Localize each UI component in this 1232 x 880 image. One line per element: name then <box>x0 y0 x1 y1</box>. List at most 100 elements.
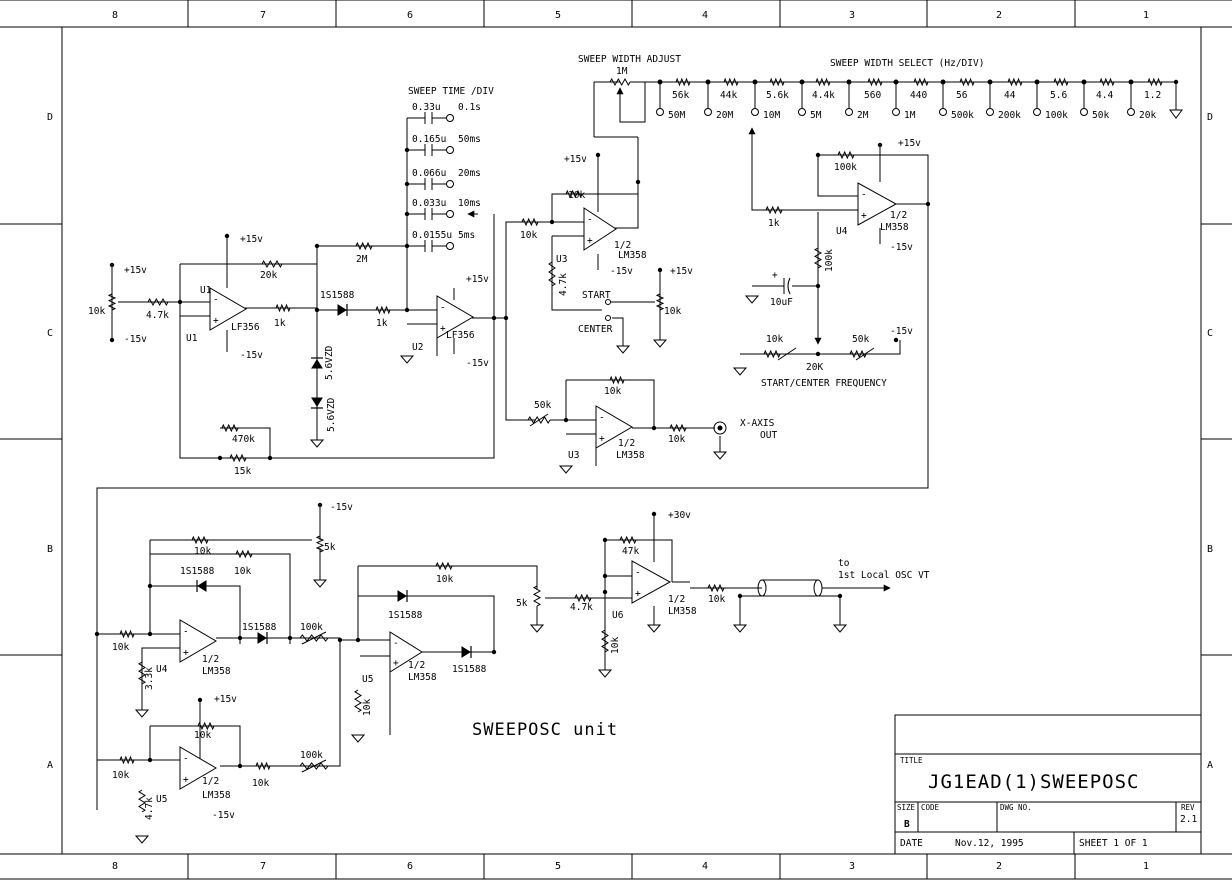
part-label: +15v <box>898 138 921 149</box>
part-label: U6 <box>612 610 624 621</box>
date-label: DATE <box>900 838 923 849</box>
opamp-u4-b <box>179 619 217 663</box>
part-label: 5k <box>516 598 528 609</box>
part-label: 10k <box>88 306 105 317</box>
dwg-no-label: DWG NO. <box>1000 803 1032 812</box>
ladder-resistor <box>867 77 883 87</box>
ground-symbol <box>646 624 662 633</box>
ladder-resistor <box>769 77 785 87</box>
junction-dot <box>404 181 410 187</box>
resistor <box>197 721 215 731</box>
zone-col-bottom: 1 <box>1143 861 1149 872</box>
part-label-vertical: 100k <box>824 249 835 272</box>
drawing-title: JG1EAD(1)SWEEPOSC <box>928 771 1139 793</box>
junction-dot <box>355 637 361 643</box>
junction-dot <box>147 631 153 637</box>
ladder-tap-label: 20M <box>716 110 733 121</box>
junction-dot <box>314 243 320 249</box>
part-label: 20k <box>260 270 277 281</box>
rev-value: 2.1 <box>1180 814 1197 825</box>
ladder-resistor-label: 4.4 <box>1096 90 1113 101</box>
junction-dot <box>337 637 343 643</box>
resistor <box>255 761 271 771</box>
part-label: 100k <box>300 622 323 633</box>
resistor <box>601 629 609 653</box>
resistor <box>655 293 665 311</box>
ladder-tap-label: 20k <box>1139 110 1156 121</box>
part-label: +30v <box>668 510 691 521</box>
zone-col-top: 5 <box>555 10 561 21</box>
junction-dot <box>224 233 230 239</box>
resistor <box>435 561 453 571</box>
zone-col-bottom: 4 <box>702 861 708 872</box>
part-label: LF356 <box>446 330 475 341</box>
part-label: 100k <box>834 162 857 173</box>
resistor <box>849 349 867 359</box>
svg-text:+: + <box>183 775 189 786</box>
part-label: 1/2 <box>890 210 907 221</box>
resistor <box>763 349 781 359</box>
part-label: +15v <box>564 154 587 165</box>
junction-dot <box>197 697 203 703</box>
junction-dot <box>404 243 410 249</box>
start-center-switch <box>605 299 611 321</box>
ladder-resistor-label: 5.6 <box>1050 90 1067 101</box>
svg-text:+: + <box>587 236 593 247</box>
ladder-resistor <box>1053 77 1069 87</box>
junction-dot <box>651 425 657 431</box>
junction-dot <box>877 142 883 148</box>
to-label: to <box>838 558 850 569</box>
part-label: 10k <box>766 334 783 345</box>
part-label: -15v <box>466 358 489 369</box>
resistor <box>221 423 239 433</box>
zone-col-bottom: 3 <box>849 861 855 872</box>
junction-dot <box>602 573 608 579</box>
zone-col-bottom: 8 <box>112 861 118 872</box>
part-label: 2M <box>356 254 368 265</box>
zone-row-right: C <box>1207 328 1213 339</box>
zone-row-left: A <box>47 760 53 771</box>
part-label: 10k <box>520 230 537 241</box>
ground-symbol <box>350 734 366 743</box>
junction-dot <box>237 635 243 641</box>
ladder-resistor <box>959 77 975 87</box>
ladder-resistor <box>1099 77 1115 87</box>
junction-dot <box>94 631 100 637</box>
part-label: 4.7k <box>146 310 169 321</box>
zone-col-bottom: 7 <box>260 861 266 872</box>
part-label: 1/2 <box>408 660 425 671</box>
sweep-width-pot-label: 1M <box>616 66 628 77</box>
resistor <box>191 535 209 545</box>
ladder-resistor-label: 5.6k <box>766 90 789 101</box>
svg-text:+: + <box>393 658 399 669</box>
junction-dot <box>491 649 497 655</box>
ladder-resistor <box>1147 77 1163 87</box>
size-value: B <box>904 819 910 830</box>
opamp-u4-a <box>857 182 898 226</box>
part-label: 1/2 <box>202 776 219 787</box>
part-label: U1 <box>200 285 212 296</box>
part-label: LM358 <box>880 222 909 233</box>
resistor <box>813 247 823 269</box>
junction-dot <box>925 201 931 207</box>
part-label-vertical: 10k <box>610 637 621 654</box>
part-label: 1k <box>768 218 780 229</box>
resistor <box>261 259 283 269</box>
junction-dot <box>815 283 821 289</box>
zone-col-top: 4 <box>702 10 708 21</box>
part-label: 50k <box>534 400 551 411</box>
ladder-resistor <box>815 77 831 87</box>
opamp-u1 <box>209 287 247 331</box>
part-label: +15v <box>214 694 237 705</box>
diodes <box>196 304 472 658</box>
ground-symbol <box>309 439 325 448</box>
resistor <box>837 150 855 160</box>
part-label: -15v <box>890 242 913 253</box>
part-label: U1 <box>186 333 198 344</box>
x-axis-out-label-2: OUT <box>760 430 777 441</box>
resistor <box>375 305 391 315</box>
junction-dot <box>815 351 821 357</box>
